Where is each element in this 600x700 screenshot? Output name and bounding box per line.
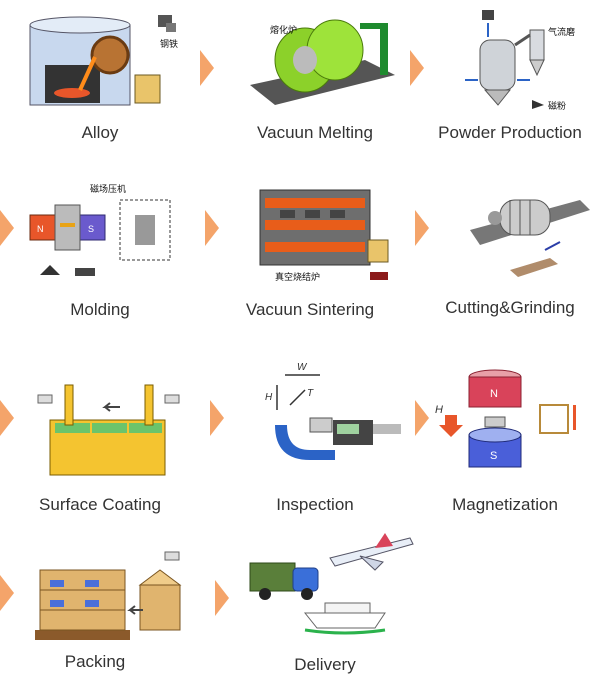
step-magnetization: N S H Magnetization (405, 365, 600, 525)
cutting-machine-icon (470, 199, 590, 277)
flow-arrow-icon (205, 210, 219, 246)
step-vacuum-sintering: 真空烧结炉 Vacuun Sintering (210, 180, 410, 340)
press-tag: 磁场压机 (90, 183, 126, 195)
step-vacuum-melting: 熔化炉 Vacuun Melting (215, 5, 415, 165)
powder-tag: 磁粉 (548, 100, 566, 112)
jet-mill-icon: 气流磨 磁粉 (465, 10, 575, 112)
flow-arrow-icon (210, 400, 224, 436)
step-label-powder-production: Powder Production (438, 123, 582, 142)
step-label-alloy: Alloy (81, 123, 119, 142)
sintering-furnace-icon: 真空烧结炉 (259, 189, 389, 283)
step-alloy: 钢铁 Alloy (0, 5, 200, 165)
step-label-vacuum-sintering: Vacuun Sintering (245, 300, 375, 319)
coating-tank-icon (37, 384, 180, 476)
flow-arrow-icon (415, 400, 429, 436)
step-delivery: Delivery (225, 528, 425, 688)
dim-t-text: T (307, 388, 314, 399)
step-packing: Packing (0, 540, 195, 700)
flow-arrow-icon (0, 575, 14, 611)
step-label-delivery: Delivery (294, 655, 356, 674)
dim-w-text: W (297, 362, 308, 373)
micrometer-icon: W H T (265, 362, 401, 460)
step-label-packing: Packing (64, 652, 126, 671)
step-label-vacuum-melting: Vacuun Melting (257, 123, 373, 142)
pole-n-text: N (37, 224, 44, 234)
flow-arrow-icon (215, 580, 229, 616)
step-inspection: W H T Inspection (215, 360, 415, 520)
alloy-tag: 钢铁 (160, 38, 178, 50)
delivery-vehicles-icon (249, 533, 414, 635)
alloy-furnace-icon: 钢铁 (29, 15, 178, 106)
dim-h-text: H (265, 392, 273, 403)
pole-s-text: S (88, 224, 94, 234)
step-label-surface-coating: Surface Coating (39, 495, 161, 514)
step-surface-coating: Surface Coating (0, 375, 200, 535)
flow-arrow-icon (410, 50, 424, 86)
step-label-magnetization: Magnetization (452, 495, 558, 514)
flow-arrow-icon (415, 210, 429, 246)
melting-furnace-icon: 熔化炉 (250, 19, 395, 105)
magnetizer-icon: N S H (435, 369, 576, 468)
flow-arrow-icon (0, 400, 14, 436)
step-label-inspection: Inspection (276, 495, 354, 514)
jet-mill-tag: 气流磨 (548, 26, 575, 38)
melting-tag: 熔化炉 (270, 24, 297, 36)
step-powder-production: 气流磨 磁粉 Powder Production (410, 5, 600, 165)
field-h-text: H (435, 404, 443, 416)
flow-arrow-icon (0, 210, 14, 246)
packing-boxes-icon (35, 551, 182, 640)
step-molding: N S 磁场压机 Molding (0, 180, 200, 340)
magnet-s-text: S (490, 450, 497, 462)
step-label-cutting-grinding: Cutting&Grinding (445, 298, 575, 317)
sintering-tag: 真空烧结炉 (275, 271, 320, 283)
magnet-n-text: N (490, 388, 498, 400)
flow-arrow-icon (200, 50, 214, 86)
magnetic-press-icon: N S 磁场压机 (29, 183, 171, 276)
step-label-molding: Molding (70, 300, 130, 319)
step-cutting-grinding: Cutting&Grinding (410, 180, 600, 340)
